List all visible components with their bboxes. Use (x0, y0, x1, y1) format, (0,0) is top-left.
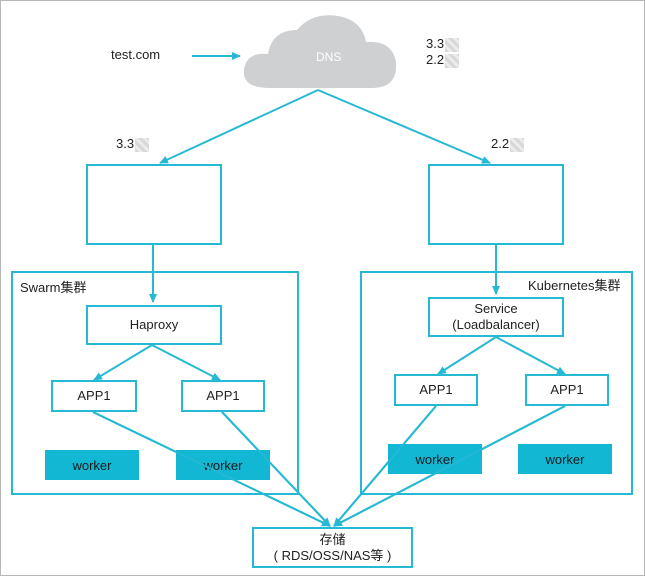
arrow-dns-to-left (159, 89, 319, 164)
dns-record-1: 3.3 (426, 36, 460, 52)
haproxy-box: Haproxy (86, 305, 222, 345)
worker-node: worker (518, 444, 612, 474)
kubernetes-cluster-title: Kubernetes集群 (528, 278, 621, 293)
app-box: APP1 (525, 374, 609, 406)
app-box: APP1 (181, 380, 265, 412)
dns-record-2: 2.2 (426, 52, 460, 68)
redacted-mark (445, 53, 460, 68)
app-box: APP1 (394, 374, 478, 406)
left-load-balancer (86, 164, 222, 245)
service-box: Service (Loadbalancer) (428, 297, 564, 337)
swarm-cluster-title: Swarm集群 (20, 280, 87, 295)
app-box: APP1 (51, 380, 137, 412)
left-ip-label: 3.3 (116, 136, 150, 152)
app-label: APP1 (550, 382, 584, 397)
redacted-mark (135, 137, 150, 152)
cloud-icon (243, 15, 397, 88)
storage-types-label: ( RDS/OSS/NAS等 ) (273, 547, 392, 563)
service-type-label: (Loadbalancer) (452, 317, 540, 332)
app-label: APP1 (206, 388, 240, 403)
redacted-mark (510, 137, 525, 152)
right-ip-label: 2.2 (491, 136, 525, 152)
dns-label: DNS (316, 50, 342, 64)
domain-label: test.com (111, 47, 161, 62)
haproxy-label: Haproxy (129, 317, 179, 332)
storage-box: 存储 ( RDS/OSS/NAS等 ) (252, 527, 413, 568)
storage-label: 存储 (319, 531, 346, 547)
worker-node: worker (388, 444, 482, 474)
right-load-balancer (428, 164, 564, 245)
worker-node: worker (45, 450, 139, 480)
arrow-dns-to-right (317, 89, 491, 164)
worker-node: worker (176, 450, 270, 480)
redacted-mark (445, 37, 460, 52)
app-label: APP1 (77, 388, 111, 403)
app-label: APP1 (419, 382, 453, 397)
service-label: Service (474, 301, 518, 316)
